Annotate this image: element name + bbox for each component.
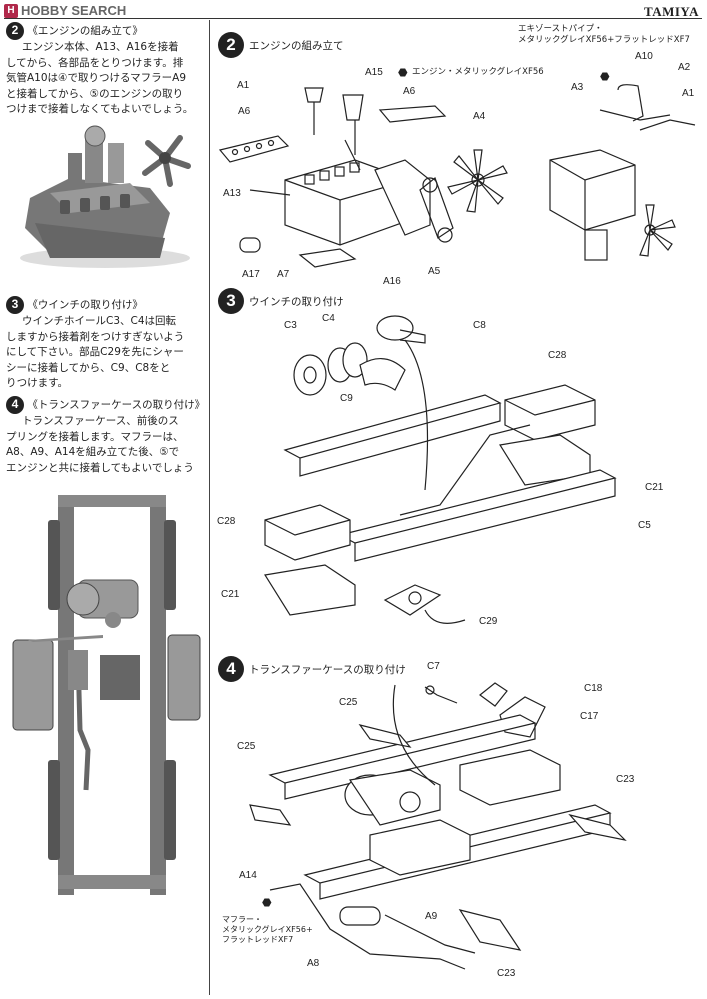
part-label-A8: A8 <box>307 958 320 969</box>
step4-title: トランスファーケースの取り付け <box>249 663 406 676</box>
chassis-photo <box>12 495 201 895</box>
left-step3-line: にして下さい。部品C29を先にシャー <box>6 346 184 359</box>
paint-brush-icon: ⬣ <box>262 896 272 909</box>
step3-title: ウインチの取り付け <box>249 295 344 308</box>
part-label-A7: A7 <box>277 269 290 280</box>
part-label-A5: A5 <box>428 266 441 277</box>
part-label-C3: C3 <box>284 320 297 331</box>
left-step4-heading: 《トランスファーケースの取り付け》 <box>27 399 206 412</box>
part-label-C7: C7 <box>427 661 440 672</box>
part-label-A15: A15 <box>365 67 383 78</box>
left-step3-line: りつけます。 <box>6 377 69 390</box>
left-step3-heading: 《ウインチの取り付け》 <box>27 299 143 312</box>
left-step2-line: と接着してから、⑤のエンジンの取り <box>6 87 184 100</box>
left-step4-line: プリングを接着します。マフラーは、 <box>6 430 184 443</box>
part-label-C28: C28 <box>217 516 236 527</box>
part-label-C4: C4 <box>322 313 335 324</box>
left-step3-number: 3 <box>6 296 24 314</box>
step4-number: 4 <box>218 656 244 682</box>
part-label-C28: C28 <box>548 350 567 361</box>
part-label-C25: C25 <box>339 697 358 708</box>
step3-winch-diagram <box>264 315 617 624</box>
left-step2-line: エンジン本体、A13、A16を接着 <box>22 41 179 53</box>
part-label-C23: C23 <box>497 968 516 979</box>
hobby-search-logo-icon: H <box>4 3 18 18</box>
part-label-A10: A10 <box>635 51 653 62</box>
paint-note-line: マフラー・ <box>222 915 262 924</box>
part-label-C8: C8 <box>473 320 486 331</box>
part-label-A6: A6 <box>238 106 251 117</box>
engine-photo <box>20 125 191 268</box>
part-label-A9: A9 <box>425 911 438 922</box>
step3-header: 3 ウインチの取り付け <box>218 288 344 314</box>
part-label-A6: A6 <box>403 86 416 97</box>
part-label-A4: A4 <box>473 111 486 122</box>
left-step3-line: ウインチホイールC3、C4は回転 <box>22 315 177 327</box>
part-label-C29: C29 <box>479 616 498 627</box>
left-step2-line: 気管A10は④で取りつけるマフラーA9 <box>6 72 187 85</box>
left-step4-line: A8、A9、A14を組み立てた後、⑤で <box>6 446 180 459</box>
part-label-A17: A17 <box>242 269 260 280</box>
step4-transfer-case-diagram <box>249 682 627 970</box>
step4-header: 4 トランスファーケースの取り付け <box>218 656 406 682</box>
watermark-text: HOBBY SEARCH <box>21 3 127 18</box>
watermark: H HOBBY SEARCH <box>4 3 126 18</box>
part-label-A16: A16 <box>383 276 401 287</box>
top-rule <box>4 18 702 19</box>
part-label-C17: C17 <box>580 711 599 722</box>
left-step2-heading: 《エンジンの組み立て》 <box>27 25 143 38</box>
part-label-C18: C18 <box>584 683 603 694</box>
paint-note-line: フラットレッドXF7 <box>222 935 294 944</box>
paint-brush-icon: ⬣ <box>398 66 408 79</box>
paint-brush-icon: ⬣ <box>600 70 610 83</box>
step2-engine-paint-note: エンジン・メタリックグレイXF56 <box>412 67 544 77</box>
part-label-C21: C21 <box>221 589 240 600</box>
left-step2-text: 2 《エンジンの組み立て》 エンジン本体、A13、A16を接着 してから、各部品… <box>6 22 206 118</box>
part-label-C9: C9 <box>340 393 353 404</box>
step2-engine-diagram <box>218 84 696 268</box>
part-label-C21: C21 <box>645 482 664 493</box>
left-step2-line: つけまで接着しなくてもよいでしょう。 <box>6 103 194 116</box>
part-label-A14: A14 <box>239 870 257 881</box>
part-label-A13: A13 <box>223 188 241 199</box>
step3-number: 3 <box>218 288 244 314</box>
step2-exhaust-paint-note: エキゾーストパイプ・ メタリックグレイXF56+フラットレッドXF7 <box>518 24 690 46</box>
left-step3-text: 3 《ウインチの取り付け》 ウインチホイールC3、C4は回転 しますから接着剤を… <box>6 296 206 392</box>
paint-note-line: エキゾーストパイプ・ <box>518 24 603 34</box>
part-label-C5: C5 <box>638 520 651 531</box>
step2-title: エンジンの組み立て <box>249 39 344 52</box>
step2-number: 2 <box>218 32 244 58</box>
step2-header: 2 エンジンの組み立て <box>218 32 344 58</box>
left-step4-number: 4 <box>6 396 24 414</box>
part-label-C25: C25 <box>237 741 256 752</box>
part-label-A1: A1 <box>237 80 250 91</box>
left-step3-line: しますから接着剤をつけすぎないよう <box>6 330 185 343</box>
left-step4-text: 4 《トランスファーケースの取り付け》 トランスファーケース、前後のス プリング… <box>6 396 206 476</box>
part-label-A2: A2 <box>678 62 691 73</box>
left-step2-line: してから、各部品をとりつけます。排 <box>6 56 184 69</box>
part-label-C23: C23 <box>616 774 635 785</box>
left-step4-line: エンジンと共に接着してもよいでしょう <box>6 461 194 474</box>
column-divider <box>209 20 210 995</box>
brand-name: TAMIYA <box>643 4 699 19</box>
part-label-A3: A3 <box>571 82 584 93</box>
left-step4-line: トランスファーケース、前後のス <box>22 415 179 427</box>
paint-note-line: メタリックグレイXF56+フラットレッドXF7 <box>518 35 690 45</box>
left-step3-line: シーに接着してから、C9、C8をと <box>6 361 171 374</box>
left-step2-number: 2 <box>6 22 24 40</box>
paint-note-line: メタリックグレイXF56+ <box>222 925 313 934</box>
part-label-A1: A1 <box>682 88 695 99</box>
step4-muffler-paint-note: マフラー・ メタリックグレイXF56+ フラットレッドXF7 <box>222 915 313 945</box>
